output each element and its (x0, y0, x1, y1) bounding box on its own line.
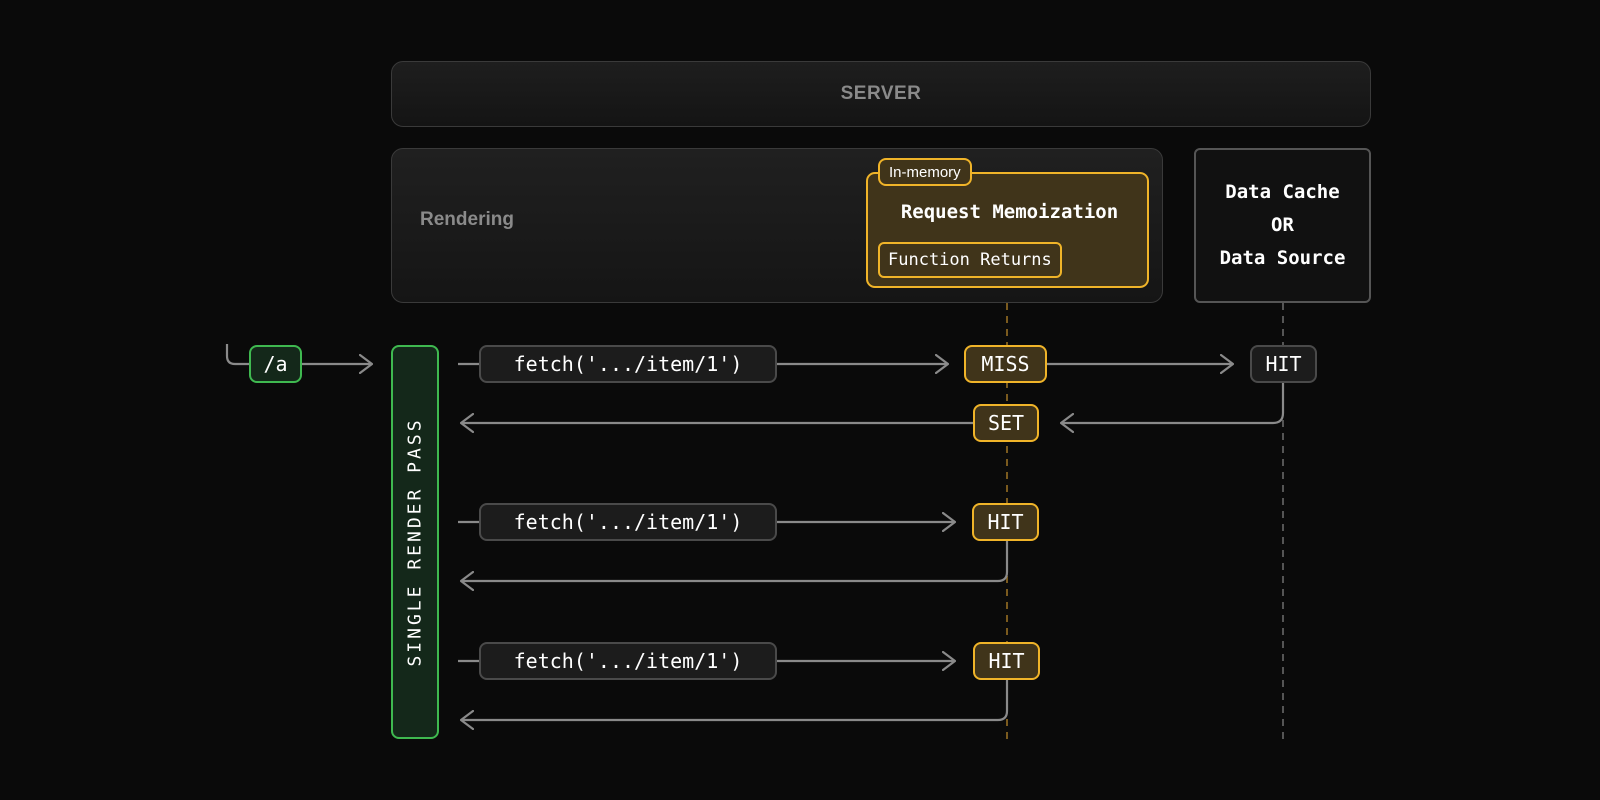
fetch-call-1: fetch('.../item/1') (479, 345, 777, 383)
data-cache-line-3: Data Source (1219, 247, 1346, 269)
rendering-label: Rendering (420, 209, 514, 230)
function-returns-store: Function Returns (878, 242, 1062, 278)
data-cache-box: Data Cache OR Data Source (1194, 148, 1371, 303)
request-memoization-box: Request Memoization Function Returns (866, 172, 1149, 288)
fetch-call-3: fetch('.../item/1') (479, 642, 777, 680)
fetch-call-2: fetch('.../item/1') (479, 503, 777, 541)
memo-set-badge: SET (973, 404, 1039, 442)
data-cache-line-1: Data Cache (1225, 181, 1340, 203)
hit-3-return-arrow (461, 680, 1009, 720)
single-render-pass-bar: SINGLE RENDER PASS (391, 345, 439, 739)
route-pill: /a (249, 345, 302, 383)
memo-hit-badge-3: HIT (973, 642, 1040, 680)
memo-hit-badge-2: HIT (972, 503, 1039, 541)
server-label: SERVER (840, 83, 922, 104)
cache-hit-badge: HIT (1250, 345, 1317, 383)
incoming-request-line (225, 344, 249, 366)
hit-2-return-arrow (461, 541, 1009, 581)
in-memory-tag: In-memory (878, 158, 972, 186)
single-render-pass-label: SINGLE RENDER PASS (404, 417, 426, 667)
request-memoization-title: Request Memoization (900, 201, 1119, 223)
server-header: SERVER (391, 61, 1371, 127)
memo-miss-badge: MISS (964, 345, 1047, 383)
cache-to-set-arrow (1061, 383, 1285, 423)
data-cache-line-2: OR (1271, 214, 1294, 236)
